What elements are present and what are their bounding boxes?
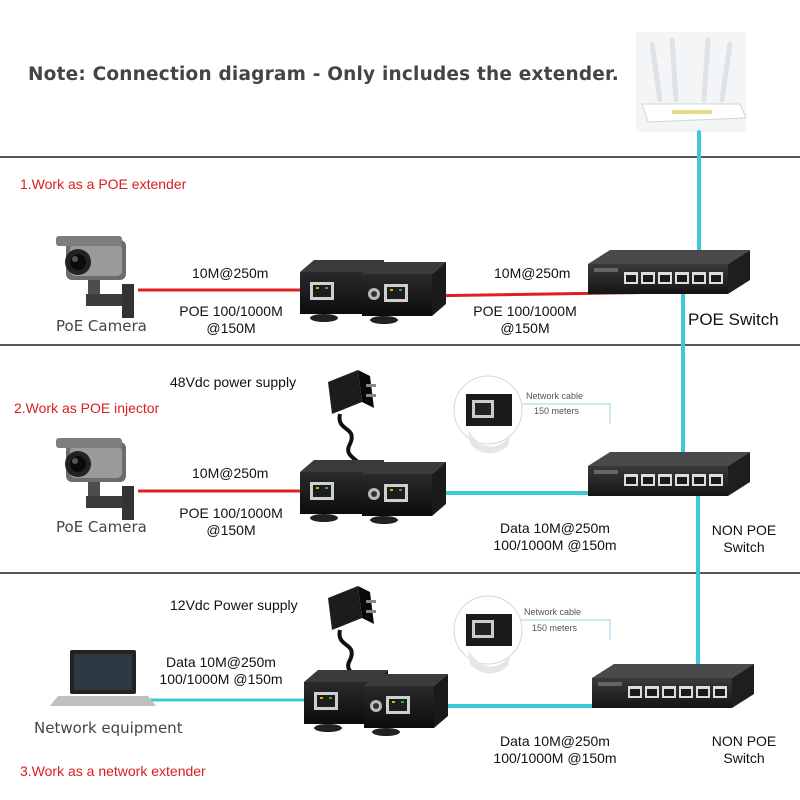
section-2-data-line1: Data 10M@250m: [500, 520, 610, 536]
power-supply-48v: [326, 368, 378, 464]
cable-inset-3: [453, 595, 523, 675]
page-title: Note: Connection diagram - Only includes…: [28, 64, 619, 85]
section-2-left-poe: POE 100/1000M @150M: [172, 505, 290, 539]
section-1-right-poe-line1: POE 100/1000M: [473, 303, 577, 319]
section-3-data-line1: Data 10M@250m: [500, 733, 610, 749]
laptop-illustration: [50, 650, 156, 706]
non-poe-switch-2-label: NON POE Switch: [706, 733, 782, 767]
section-2-device-label: PoE Camera: [56, 518, 147, 536]
section-2-title: 2.Work as POE injector: [14, 400, 160, 416]
section-2-power-supply-label: 48Vdc power supply: [170, 374, 297, 390]
section-2-left-speed: 10M@250m: [192, 465, 269, 481]
section-2-data-label: Data 10M@250m 100/1000M @150m: [480, 520, 630, 554]
poe-camera-2: [56, 438, 134, 520]
section-3-title: 3.Work as a network extender: [20, 763, 206, 779]
section-3-data-line2: 100/1000M @150m: [493, 750, 617, 766]
non-poe-switch-1-label-line2: Switch: [723, 539, 765, 555]
router-illustration: [636, 32, 747, 132]
power-supply-12v: [326, 584, 378, 680]
section-3-left-data-label: Data 10M@250m 100/1000M @150m: [150, 654, 292, 688]
non-poe-switch-2-label-line1: NON POE: [711, 733, 777, 749]
section-1-left-poe-line1: POE 100/1000M: [179, 303, 283, 319]
section-1-left-poe-line2: @150M: [206, 320, 256, 336]
section-2-cable-length: 150 meters: [534, 406, 580, 416]
section-3-power-supply-label: 12Vdc Power supply: [170, 597, 298, 613]
section-3-cable-label: Network cable: [524, 607, 582, 617]
section-1-right-speed: 10M@250m: [494, 265, 571, 281]
non-poe-switch-2-label-line2: Switch: [723, 750, 765, 766]
non-poe-switch-2: [592, 664, 754, 708]
section-2-left-poe-line2: @150M: [206, 522, 256, 538]
non-poe-switch-1: [588, 452, 750, 496]
cable-inset-2: [453, 375, 523, 455]
section-2-cable-label: Network cable: [526, 391, 584, 401]
non-poe-switch-1-label-line1: NON POE: [711, 522, 777, 538]
section-1-right-poe-line2: @150M: [500, 320, 550, 336]
section-2-left-poe-line1: POE 100/1000M: [179, 505, 283, 521]
section-2-data-line2: 100/1000M @150m: [493, 537, 617, 553]
section-1-left-speed: 10M@250m: [192, 265, 269, 281]
extender-pair-1: [300, 260, 446, 324]
section-3-left-data-line2: 100/1000M @150m: [159, 671, 283, 687]
section-3-device-label: Network equipment: [34, 719, 183, 737]
section-1-left-poe: POE 100/1000M @150M: [172, 303, 290, 337]
poe-camera-1: [56, 236, 134, 318]
section-1-device-label: PoE Camera: [56, 317, 147, 335]
extender-pair-3: [304, 670, 448, 736]
extender-pair-2: [300, 460, 446, 524]
section-3-cable-length: 150 meters: [532, 623, 578, 633]
section-3-left-data-line1: Data 10M@250m: [166, 654, 276, 670]
poe-switch: [588, 250, 750, 294]
section-1-title: 1.Work as a POE extender: [20, 176, 187, 192]
section-1-right-poe: POE 100/1000M @150M: [466, 303, 584, 337]
poe-switch-label: POE Switch: [688, 310, 779, 329]
section-3-data-label: Data 10M@250m 100/1000M @150m: [480, 733, 630, 767]
non-poe-switch-1-label: NON POE Switch: [706, 522, 782, 556]
